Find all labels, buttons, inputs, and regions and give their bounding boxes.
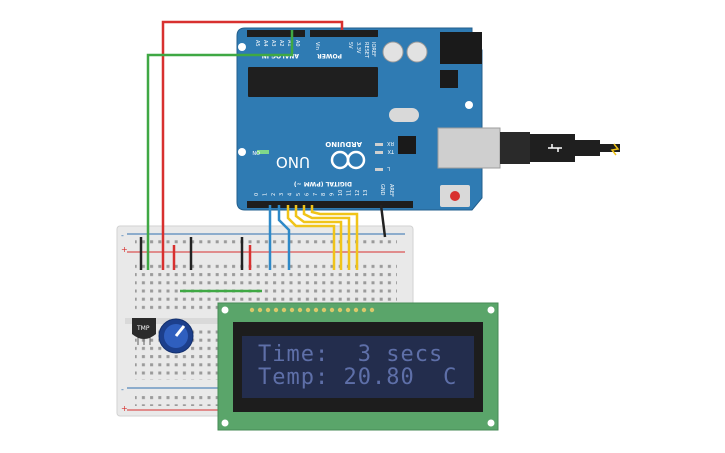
wire-gnd-black: [379, 204, 387, 238]
digital-pin-3: 3: [279, 193, 285, 196]
digital-pin-9: 9: [330, 193, 336, 196]
reset-label: RESET: [363, 42, 369, 59]
usb-icon: [548, 144, 562, 152]
temperature-sensor: [132, 318, 156, 345]
wire-yellow-3: [302, 205, 351, 270]
on-label: ON: [252, 149, 260, 155]
wire-yellow-2: [294, 205, 343, 270]
digital-pin-6: 6: [304, 193, 310, 196]
arduino-board: [236, 27, 483, 211]
lcd-pin: [249, 307, 255, 313]
digital-pin-8: 8: [321, 193, 327, 196]
wire-yellow-4: [310, 205, 359, 270]
digital-pin-4: 4: [288, 193, 294, 196]
svg-text:-: -: [121, 231, 124, 240]
lcd-pin: [281, 307, 287, 313]
digital-pin-12: 12: [355, 190, 361, 196]
analog-pin-a1: A1: [286, 40, 292, 47]
gnd-label: GND: [379, 184, 385, 196]
arduino-model: UNO: [276, 153, 310, 171]
lcd-pin: [329, 307, 335, 313]
svg-text:+: +: [121, 245, 128, 254]
digital-pin-0: 0: [254, 193, 260, 196]
lcd-pin: [305, 307, 311, 313]
potentiometer[interactable]: [158, 318, 194, 354]
lcd-pin: [321, 307, 327, 313]
l-label: L: [387, 165, 390, 171]
analog-pin-a4: A4: [262, 40, 268, 47]
digital-pin-11: 11: [346, 190, 352, 196]
wire-a0-green: [146, 30, 294, 270]
ioref-label: IOREF: [370, 42, 376, 57]
lcd-pin: [345, 307, 351, 313]
digital-pin-5: 5: [296, 193, 302, 196]
lcd-pin: [361, 307, 367, 313]
lcd-pin: [289, 307, 295, 313]
lcd-pin: [297, 307, 303, 313]
v33-label: 3.3V: [355, 42, 361, 54]
svg-text:-: -: [121, 385, 124, 394]
usb-cable: [437, 127, 620, 169]
lcd-pin: [337, 307, 343, 313]
wires: [146, 20, 387, 270]
lcd-line-2: Temp: 20.80 C: [258, 365, 458, 390]
arduino-logo: [330, 150, 366, 170]
sensor-label: TMP: [136, 325, 150, 332]
lcd-pin: [265, 307, 271, 313]
digital-label: DIGITAL (PWM ~): [294, 180, 352, 187]
digital-pin-7: 7: [313, 193, 319, 196]
lcd-pin: [353, 307, 359, 313]
vin-label: Vin: [314, 42, 320, 50]
svg-text:+: +: [121, 404, 128, 413]
wire-yellow-1: [286, 205, 336, 270]
digital-pin-13: 13: [363, 190, 369, 196]
lcd-pin: [273, 307, 279, 313]
analog-pin-a2: A2: [278, 40, 284, 47]
tx-label: TX: [387, 148, 395, 154]
analog-pin-a0: A0: [294, 40, 300, 47]
power-label: POWER: [317, 52, 342, 59]
lcd-module: [217, 302, 499, 431]
arduino-brand: ARDUINO: [325, 140, 362, 148]
wire-5v-red: [161, 20, 344, 270]
analog-pin-a3: A3: [270, 40, 276, 47]
lcd-line-1: Time: 3 secs: [258, 342, 444, 367]
aref-label: AREF: [388, 184, 394, 197]
lcd-pin: [369, 307, 375, 313]
lcd-screen: [242, 336, 474, 398]
analog-pin-a5: A5: [254, 40, 260, 47]
lcd-pin: [313, 307, 319, 313]
digital-pin-10: 10: [338, 190, 344, 196]
lcd-pin: [257, 307, 263, 313]
wire-blue-2: [277, 205, 291, 270]
digital-pin-1: 1: [262, 193, 268, 196]
rx-label: RX: [387, 140, 394, 146]
v5-label: 5V: [347, 42, 353, 49]
digital-pin-2: 2: [271, 193, 277, 196]
